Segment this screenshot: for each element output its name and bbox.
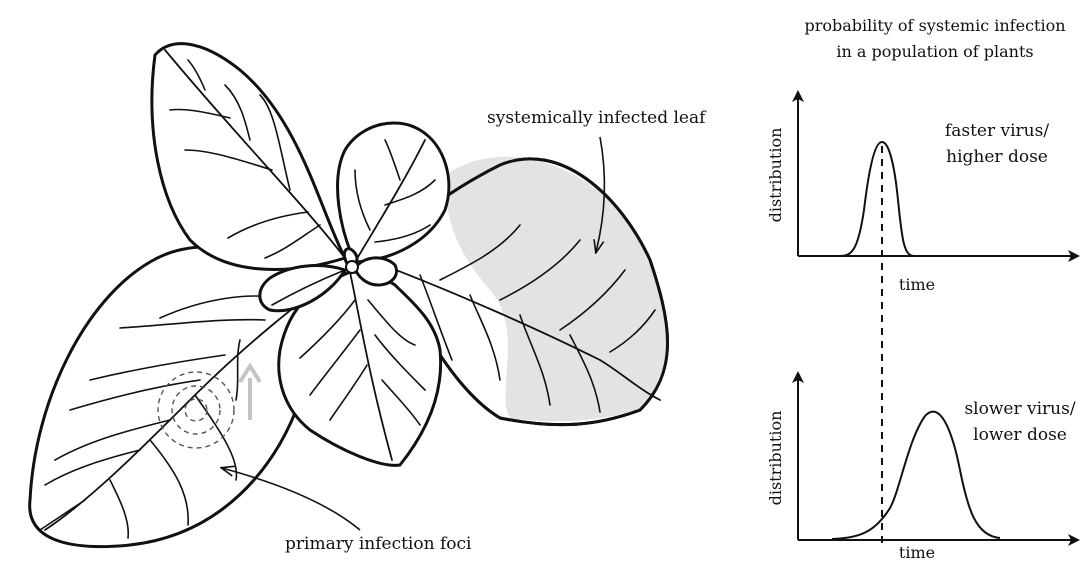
top-caption-line2: higher dose bbox=[946, 147, 1048, 167]
top-ylabel: distribution bbox=[766, 128, 785, 223]
top-caption-line1: faster virus/ bbox=[945, 121, 1049, 141]
bottom-xlabel: time bbox=[899, 543, 935, 562]
top-distribution-chart: distribution time faster virus/ higher d… bbox=[766, 92, 1078, 294]
top-xlabel: time bbox=[899, 275, 935, 294]
bottom-ylabel: distribution bbox=[766, 411, 785, 506]
probability-panel: probability of systemic infection in a p… bbox=[766, 16, 1078, 562]
panel-title-line1: probability of systemic infection bbox=[804, 16, 1065, 35]
panel-title-line2: in a population of plants bbox=[836, 42, 1033, 61]
bottom-caption-line1: slower virus/ bbox=[964, 399, 1075, 419]
bottom-distribution-chart: distribution time slower virus/ lower do… bbox=[766, 373, 1078, 562]
label-systemic-leaf: systemically infected leaf bbox=[487, 108, 707, 128]
label-primary-foci: primary infection foci bbox=[285, 534, 472, 554]
top-distribution-curve bbox=[840, 142, 914, 256]
upper-leaf bbox=[152, 44, 345, 270]
bottom-caption-line2: lower dose bbox=[973, 425, 1067, 445]
